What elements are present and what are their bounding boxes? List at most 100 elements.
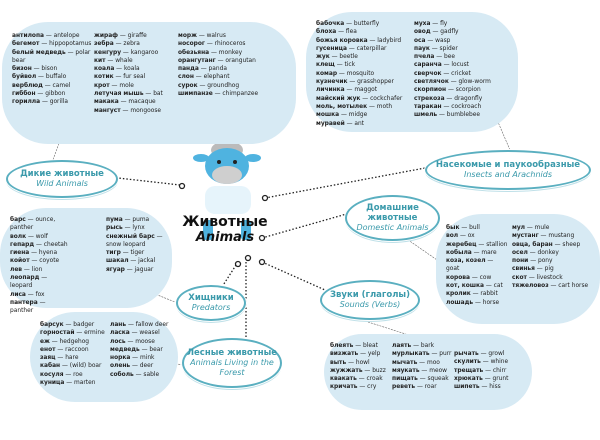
- dash: —: [42, 82, 53, 89]
- russian-word: косуля: [40, 371, 64, 378]
- dash: —: [415, 384, 425, 391]
- vocab-entry: сурок — groundhog: [178, 82, 268, 90]
- english-word: mule: [534, 225, 550, 231]
- english-word: roar: [424, 384, 437, 391]
- dash: —: [367, 37, 378, 44]
- russian-word: жук: [316, 54, 330, 61]
- dash: —: [329, 54, 340, 61]
- english-word: chimpanzee: [222, 91, 259, 98]
- dash: —: [339, 112, 349, 119]
- category-subtitle: Wild Animals: [36, 179, 88, 188]
- russian-word: оса: [414, 37, 426, 44]
- dash: —: [430, 29, 441, 36]
- vocab-entry: еж — hedgehog: [40, 338, 106, 346]
- vocab-entry: пищать — squeak: [392, 375, 454, 383]
- english-word: ermine: [84, 330, 105, 337]
- vocab-entry: лань — fallow deer: [110, 321, 176, 329]
- english-word: locust: [451, 62, 469, 69]
- dash: —: [196, 33, 207, 39]
- english-word: mink: [139, 355, 155, 362]
- english-word: roe: [73, 371, 83, 378]
- english-word: jaguar: [134, 266, 154, 273]
- sounds-label[interactable]: Звуки (глаголы)Sounds (Verbs): [320, 280, 420, 320]
- dash: —: [347, 79, 358, 86]
- english-word: koala: [123, 66, 140, 73]
- dash: —: [334, 62, 345, 69]
- dash: —: [130, 363, 140, 370]
- dash: —: [130, 355, 140, 362]
- english-word: hiss: [489, 384, 501, 391]
- dash: —: [446, 87, 456, 94]
- dash: —: [429, 351, 440, 358]
- english-word: cat: [493, 283, 503, 290]
- russian-word: рысь: [106, 225, 123, 232]
- dash: —: [122, 217, 133, 223]
- english-word: groundhog: [207, 82, 240, 89]
- dash: —: [74, 330, 85, 337]
- english-word: mongoose: [130, 107, 162, 114]
- vocab-entry: кит — whale: [94, 57, 176, 65]
- vocab-entry: корова — cow: [446, 274, 508, 282]
- russian-word: выть: [330, 359, 347, 366]
- vocab-entry: ягуар — jaguar: [106, 266, 166, 274]
- dash: —: [118, 99, 129, 106]
- russian-word: саранча: [414, 62, 442, 69]
- vocab-entry: бизон — bison: [12, 65, 92, 73]
- russian-word: клещ: [316, 62, 335, 69]
- russian-word: моль, мотылек: [316, 103, 368, 110]
- russian-word: кобыла: [446, 249, 472, 256]
- dash: —: [122, 225, 133, 232]
- english-word: yelp: [367, 351, 381, 358]
- dash: —: [360, 95, 371, 102]
- russian-word: пантера: [10, 299, 38, 306]
- vocab-entry: норка — mink: [110, 354, 176, 362]
- russian-word: коза, козел: [446, 258, 486, 265]
- vocab-entry: клещ — tick: [316, 61, 411, 69]
- english-word: moo: [426, 359, 440, 366]
- vocab-entry: кобыла — mare: [446, 249, 508, 257]
- english-word: hedgehog: [59, 338, 90, 345]
- russian-word: хрюкать: [454, 375, 483, 382]
- russian-word: майский жук: [316, 95, 361, 102]
- dash: —: [25, 291, 36, 298]
- dash: —: [538, 233, 549, 240]
- vocab-entry: мустанг — mustang: [512, 232, 592, 240]
- russian-word: барс: [10, 217, 26, 223]
- english-word: cricket: [451, 70, 471, 77]
- dash: —: [29, 250, 39, 257]
- dash: —: [193, 74, 204, 81]
- english-word: bumblebee: [446, 112, 480, 119]
- vocab-entry: леопард — leopard: [10, 274, 70, 291]
- english-word: monkey: [218, 49, 243, 56]
- english-word: (wild) boar: [69, 363, 102, 370]
- russian-word: коала: [94, 66, 115, 73]
- english-word: rhinoceros: [214, 41, 246, 48]
- vocab-entry: свинья — pig: [512, 265, 592, 273]
- dash: —: [346, 45, 357, 52]
- vocab-entry: пума — puma: [106, 216, 166, 224]
- russian-word: блоха: [316, 29, 337, 36]
- russian-word: куница: [40, 380, 65, 387]
- english-word: cockroach: [451, 103, 482, 110]
- english-word: orangutan: [225, 57, 256, 64]
- english-word: horse: [482, 299, 500, 306]
- english-word: elephant: [203, 74, 230, 81]
- vocab-entry: мычать — moo: [392, 359, 454, 367]
- russian-word: сверчок: [414, 70, 442, 77]
- english-word: buffalo: [45, 74, 67, 81]
- dash: —: [459, 225, 470, 231]
- vocab-entry: мяукать — meow: [392, 367, 454, 375]
- vocab-entry: пчела — bee: [414, 53, 509, 61]
- vocab-entry: кузнечик — grasshopper: [316, 78, 411, 86]
- dash: —: [143, 91, 154, 98]
